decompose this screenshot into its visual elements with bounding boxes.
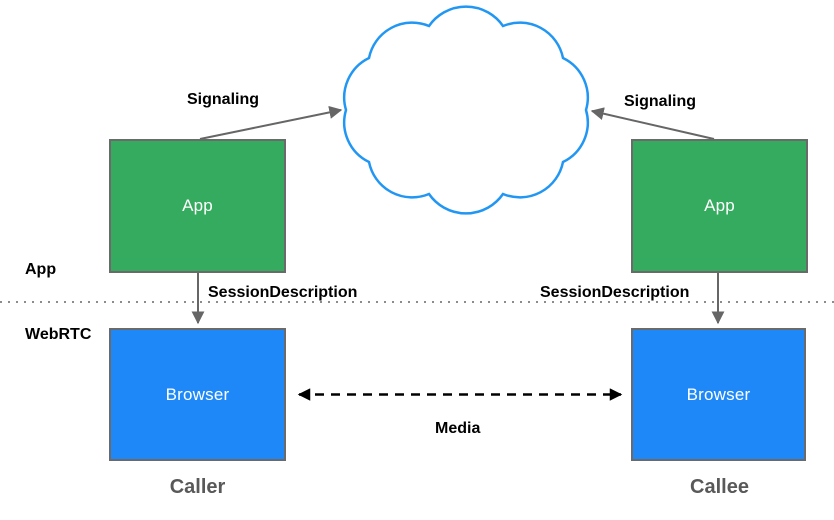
caller-app-box: App [109,139,286,273]
callee-browser-box-label: Browser [686,384,751,404]
callee-session-description-label: SessionDescription [540,284,690,301]
callee-app-box: App [631,139,808,273]
network-cloud-icon [343,5,589,215]
caller-signaling-arrow [199,105,343,140]
caller-app-box-label: App [182,196,213,215]
callee-signaling-arrow [590,107,715,140]
layer-label-app: App [25,261,57,278]
caller-session-description-label: SessionDescription [208,284,358,301]
caller-browser-box: Browser [109,328,286,461]
callee-signaling-label: Signaling [624,93,696,110]
layer-label-webrtc: WebRTC [25,326,92,343]
callee-app-box-label: App [704,196,735,215]
media-label: Media [435,420,481,437]
callee-browser-box: Browser [631,328,806,461]
caller-signaling-label: Signaling [187,91,259,108]
callee-endpoint-name: Callee [690,476,749,498]
caller-browser-box-label: Browser [165,384,230,404]
caller-endpoint-name: Caller [169,476,226,498]
